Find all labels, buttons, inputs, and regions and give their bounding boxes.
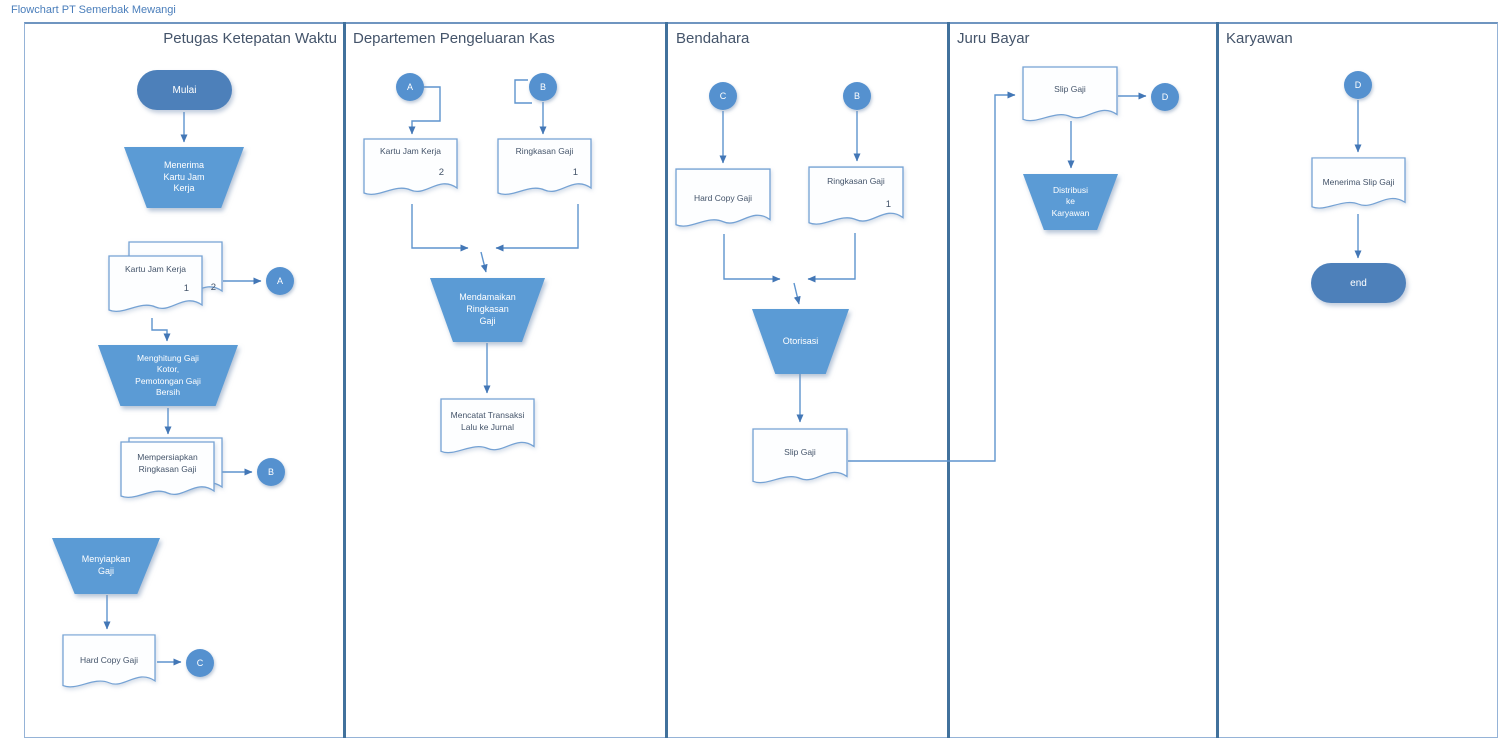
offpage-connector-b-in-lane2: B [529, 73, 557, 101]
document-hard-copy-gaji-lane3: Hard Copy Gaji [675, 168, 771, 234]
document-label: Kartu Jam Kerja [380, 146, 441, 156]
connector-label: B [267, 467, 274, 477]
diagram-title: Flowchart PT Semerbak Mewangi [11, 4, 176, 16]
lane-header-departemen: Departemen Pengeluaran Kas [353, 30, 555, 47]
document-mempersiapkan-ringkasan: Mempersiapkan Ringkasan Gaji [120, 441, 215, 505]
connector-label: C [196, 658, 204, 668]
document-label: Hard Copy Gaji [693, 193, 753, 203]
document-label: Ringkasan Gaji [515, 146, 574, 156]
process-distribusi: Distribusi ke Karyawan [1023, 174, 1118, 230]
lane-header-karyawan: Karyawan [1226, 30, 1293, 47]
offpage-connector-c-in: C [709, 82, 737, 110]
offpage-connector-a-out: A [266, 267, 294, 295]
document-label: Menerima Slip Gaji [1322, 177, 1395, 187]
document-menerima-slip-gaji: Menerima Slip Gaji [1311, 157, 1406, 215]
document-ringkasan-gaji-lane2: Ringkasan Gaji 1 [497, 138, 592, 202]
document-label: Mempersiapkan Ringkasan Gaji [137, 452, 198, 475]
lane-divider-2 [665, 22, 668, 738]
connector-label: D [1161, 92, 1169, 102]
terminator-end: end [1311, 263, 1406, 303]
offpage-connector-d-out: D [1151, 83, 1179, 111]
document-kartu-jam-kerja-lane2: Kartu Jam Kerja 2 [363, 138, 458, 202]
lane-header-juru-bayar: Juru Bayar [957, 30, 1030, 47]
lane-header-bendahara: Bendahara [676, 30, 750, 47]
document-label: Slip Gaji [1054, 84, 1086, 94]
document-ringkasan-gaji-lane3: Ringkasan Gaji 1 [808, 166, 904, 232]
document-label: Ringkasan Gaji [827, 176, 885, 186]
terminator-start: Mulai [137, 70, 232, 110]
process-mendamaikan: Mendamaikan Ringkasan Gaji [430, 278, 545, 342]
terminator-start-label: Mulai [172, 84, 197, 96]
process-mendamaikan-label: Mendamaikan Ringkasan Gaji [430, 278, 545, 342]
lane-header-petugas: Petugas Ketepatan Waktu [163, 30, 337, 47]
lane-divider-3 [947, 22, 950, 738]
connector-label: D [1354, 80, 1362, 90]
process-menerima-kartu: Menerima Kartu Jam Kerja [124, 147, 244, 208]
page-number: 2 [210, 282, 216, 293]
document-label: Mencatat Transaksi Lalu ke Jurnal [450, 410, 525, 433]
connector-label: B [539, 82, 546, 92]
connector-label: A [276, 276, 283, 286]
terminator-end-label: end [1350, 277, 1367, 289]
page-number: 1 [572, 167, 578, 178]
process-menyiapkan-gaji: Menyiapkan Gaji [52, 538, 160, 594]
document-kartu-jam-kerja-copy1: Kartu Jam Kerja 1 [108, 255, 203, 319]
document-mencatat-transaksi: Mencatat Transaksi Lalu ke Jurnal [440, 398, 535, 460]
page-number: 1 [183, 283, 189, 294]
offpage-connector-b-in-lane3: B [843, 82, 871, 110]
document-label: Hard Copy Gaji [79, 655, 139, 665]
connector-label: C [719, 91, 727, 101]
connector-label: A [406, 82, 413, 92]
document-slip-gaji-lane3: Slip Gaji [752, 428, 848, 490]
offpage-connector-c-out: C [186, 649, 214, 677]
document-label: Slip Gaji [784, 447, 816, 457]
lane-divider-1 [343, 22, 346, 738]
document-hard-copy-gaji-lane1: Hard Copy Gaji [62, 634, 156, 694]
page-number: 1 [885, 199, 891, 210]
document-slip-gaji-lane4: Slip Gaji [1022, 66, 1118, 128]
process-menyiapkan-gaji-label: Menyiapkan Gaji [52, 538, 160, 594]
process-menerima-kartu-label: Menerima Kartu Jam Kerja [124, 147, 244, 208]
document-label: Kartu Jam Kerja [125, 264, 186, 274]
process-distribusi-label: Distribusi ke Karyawan [1023, 174, 1118, 230]
offpage-connector-d-in: D [1344, 71, 1372, 99]
process-menghitung-gaji-label: Menghitung Gaji Kotor, Pemotongan Gaji B… [98, 345, 238, 406]
lane-divider-4 [1216, 22, 1219, 738]
offpage-connector-a-in: A [396, 73, 424, 101]
process-otorisasi-label: Otorisasi [752, 309, 849, 374]
page-number: 2 [438, 167, 444, 178]
offpage-connector-b-out: B [257, 458, 285, 486]
process-menghitung-gaji: Menghitung Gaji Kotor, Pemotongan Gaji B… [98, 345, 238, 406]
process-otorisasi: Otorisasi [752, 309, 849, 374]
swimlane-frame [24, 22, 1498, 738]
connector-label: B [853, 91, 860, 101]
